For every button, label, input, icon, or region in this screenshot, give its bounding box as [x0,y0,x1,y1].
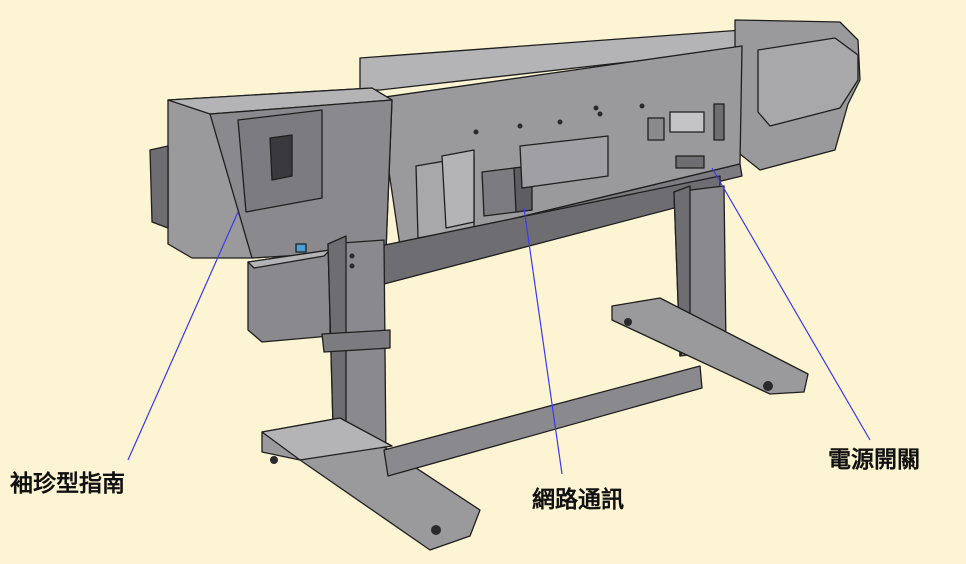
pocket-guide-slot [269,134,293,181]
ink-box-blue-tab [295,243,307,253]
ink-box-top [247,249,331,269]
label-plate [669,111,705,133]
label-power-switch: 電源開關 [828,447,920,473]
label-network: 網路通訊 [532,487,624,513]
center-plate [519,135,609,189]
callout-line-pocket-guide [127,211,239,461]
left-end-back [149,145,169,229]
vent-right [713,103,725,141]
vent-center [647,117,665,141]
lower-crossbar [383,365,703,477]
right-foot [611,297,809,395]
callout-line-network [523,207,563,475]
callout-line-power [711,167,871,441]
power-connector [675,155,705,169]
left-leg-collar [321,329,391,353]
label-pocket-guide: 袖珍型指南 [10,471,125,497]
right-end-cap-face [757,37,859,127]
left-foot-top [261,417,393,461]
electronics-cover-inner [441,149,475,229]
